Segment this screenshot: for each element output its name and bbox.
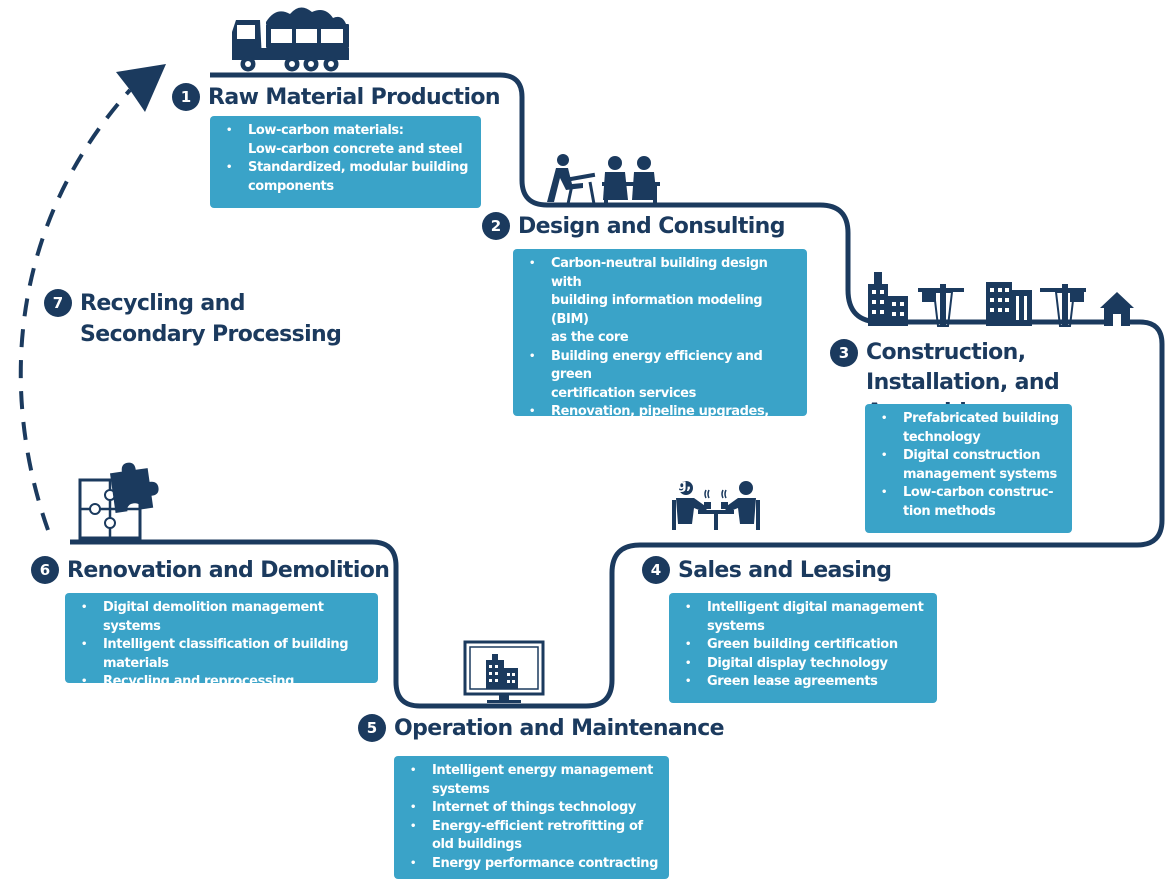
stage-2-title: 2 Design and Consulting [482,212,785,242]
stage-5-number: 5 [358,714,386,742]
truck-icon [232,7,349,72]
list-item: Low-carbon construc- tion methods [881,484,1062,521]
arrowhead-icon [116,64,166,112]
list-item: Intelligent digital management systems [685,599,927,636]
stage-1-title: 1 Raw Material Production [172,83,501,113]
lifecycle-path [70,72,1165,709]
list-item: Low-carbon materials: Low-carbon concret… [226,122,471,159]
design-team-icon [547,154,660,205]
stage-6-title-text: Renovation and Demolition [67,558,390,583]
stage-6-title: 6 Renovation and Demolition [31,556,390,586]
stage-7-title-text: Recycling and Secondary Processing [80,291,342,347]
list-item: Energy performance contracting [410,855,659,874]
list-item: Recycling and reprocessing technologies [81,673,368,710]
stage-4-number: 4 [642,556,670,584]
stage-5-title-text: Operation and Maintenance [394,716,725,741]
list-item: Internet of things technology [410,799,659,818]
list-item: Intelligent classification of building m… [81,636,368,673]
stage-7-title: 7 Recycling and Secondary Processing [44,288,344,350]
stage-4-title: 4 Sales and Leasing [642,556,892,586]
list-item: Intelligent energy management systems [410,762,659,799]
puzzle-icon [78,462,159,540]
list-item: Digital demolition management systems [81,599,368,636]
stage-4-title-text: Sales and Leasing [678,558,892,583]
stage-2-title-text: Design and Consulting [518,214,785,239]
stage-6-number: 6 [31,556,59,584]
list-item: Digital display technology [685,655,927,674]
list-item: Digital construction management systems [881,447,1062,484]
list-item: Prefabricated building technology [881,410,1062,447]
list-item: Renovation, pipeline upgrades, and assoc… [529,403,797,514]
dashed-return-arrow-icon [18,88,132,531]
list-item: Green lease agreements [685,673,927,692]
stage-6-box: Digital demolition management systems In… [65,593,378,708]
stage-2-number: 2 [482,212,510,240]
stage-5-title: 5 Operation and Maintenance [358,714,725,744]
stage-1-title-text: Raw Material Production [208,85,501,110]
stage-1-box: Low-carbon materials: Low-carbon concret… [210,116,481,208]
stage-2-box: Carbon-neutral building design with buil… [513,249,807,512]
city-construction-icon [868,272,1134,327]
list-item: Carbon-neutral building design with buil… [529,255,797,348]
list-item: Standardized, modular building component… [226,159,471,196]
stage-4-box: Intelligent digital management systems G… [669,593,937,703]
list-item: Green building certification [685,636,927,655]
monitor-building-icon [463,640,545,703]
stage-7-number: 7 [44,289,72,317]
list-item: Building energy efficiency and green cer… [529,348,797,404]
stage-1-number: 1 [172,83,200,111]
stage-3-box: Prefabricated building technology Digita… [865,404,1072,533]
stage-5-box: Intelligent energy management systems In… [394,756,669,879]
stage-3-number: 3 [830,339,858,367]
list-item: Energy-efficient retrofitting of old bui… [410,818,659,855]
